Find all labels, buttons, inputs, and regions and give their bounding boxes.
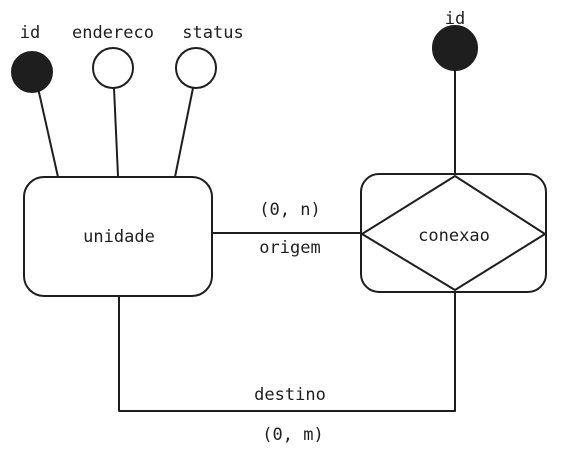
associative-entity-diamond-conexao — [361, 175, 546, 291]
key-attribute-circle-id[interactable] — [11, 51, 53, 93]
attribute-label-endereco: endereco — [72, 23, 154, 43]
attribute-circle-status[interactable] — [175, 47, 217, 89]
attr-line-status — [174, 87, 194, 178]
attr-line-endereco — [113, 87, 119, 177]
key-attribute-circle-conexao-id[interactable] — [432, 25, 478, 71]
relationship-line-destino — [118, 291, 456, 412]
attribute-label-id: id — [20, 23, 40, 43]
attribute-label-conexao-id: id — [445, 9, 465, 29]
cardinality-label-destino: (0, m) — [262, 425, 323, 445]
associative-entity-label-conexao: conexao — [418, 226, 490, 246]
attr-line-id — [37, 87, 59, 178]
entity-box-unidade[interactable] — [23, 176, 213, 297]
attribute-circle-endereco[interactable] — [92, 47, 134, 89]
cardinality-label-origem: (0, n) — [259, 200, 320, 220]
attribute-label-status: status — [182, 23, 243, 43]
role-label-origem: origem — [259, 238, 320, 258]
entity-label-unidade: unidade — [83, 227, 155, 247]
role-label-destino: destino — [254, 385, 326, 405]
